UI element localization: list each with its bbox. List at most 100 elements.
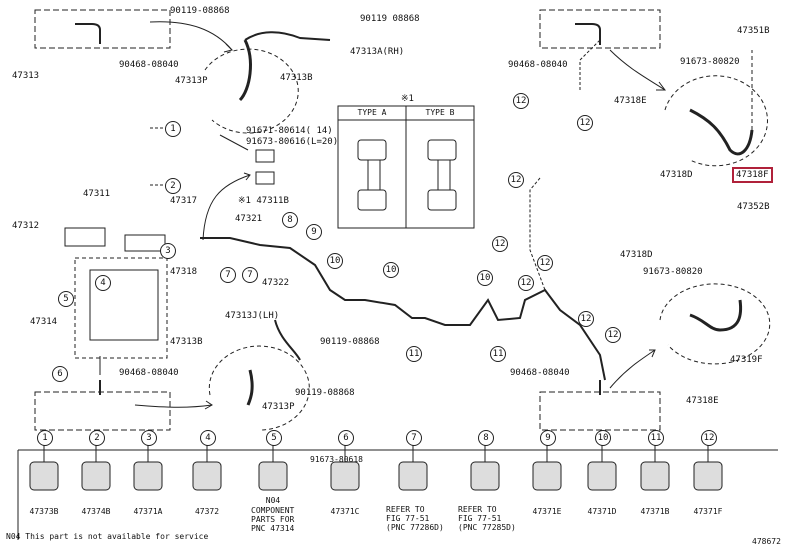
label-47318: 47318: [170, 267, 198, 277]
legend-note3-7: (PNC 77286D): [386, 523, 444, 532]
callout-1: 1: [165, 121, 181, 137]
label-47313A: 47313A(RH): [350, 47, 405, 57]
legend-part-glyph-8: [470, 461, 500, 491]
legend-num-7: 7: [406, 430, 422, 446]
label-90119-d: 90119-08868: [295, 388, 355, 398]
label-47313P-bot: 47313P: [262, 402, 295, 412]
callout-10: 10: [327, 253, 343, 269]
label-47313: 47313: [12, 71, 40, 81]
label-90468-r2: 90468-08040: [510, 368, 570, 378]
label-91673-r2: 91673-80820: [643, 267, 703, 277]
legend-num-8: 8: [478, 430, 494, 446]
footer-ref: 478672: [752, 537, 781, 546]
callout-2: 2: [165, 178, 181, 194]
callout-12: 12: [578, 311, 594, 327]
callout-10: 10: [383, 262, 399, 278]
callout-9: 9: [306, 224, 322, 240]
legend-part-12: 47371F: [693, 507, 723, 516]
callout-10: 10: [477, 270, 493, 286]
label-47318D-bot: 47318D: [620, 250, 653, 260]
legend-num-10: 10: [595, 430, 611, 446]
legend-num-6: 6: [338, 430, 354, 446]
legend-part-10: 47371D: [587, 507, 617, 516]
legend-note1-7: REFER TO: [386, 505, 425, 514]
callout-4: 4: [95, 275, 111, 291]
label-47311: 47311: [83, 189, 111, 199]
legend-top-6: 91673-80618: [310, 455, 363, 464]
legend-part-glyph-3: [133, 461, 163, 491]
callout-5: 5: [58, 291, 74, 307]
callout-12: 12: [492, 236, 508, 252]
legend-note3-5: PNC 47314: [251, 524, 295, 533]
legend-part-2: 47374B: [81, 507, 111, 516]
legend-note2-5: PARTS FOR: [251, 515, 295, 524]
callout-11: 11: [406, 346, 422, 362]
legend-part-glyph-2: [81, 461, 111, 491]
callout-11: 11: [490, 346, 506, 362]
legend-note2-7: FIG 77-51: [386, 514, 430, 523]
legend-part-6: 47371C: [330, 507, 360, 516]
callout-12: 12: [518, 275, 534, 291]
legend-part-glyph-1: [29, 461, 59, 491]
label-47313B-bot: 47313B: [170, 337, 203, 347]
legend-note2-8: FIG 77-51: [458, 514, 502, 523]
legend-num-11: 11: [648, 430, 664, 446]
label-47319F: 47319F: [730, 355, 763, 365]
label-90119-c: 90119-08868: [320, 337, 380, 347]
legend-part-1: 47373B: [29, 507, 59, 516]
legend-part-glyph-11: [640, 461, 670, 491]
callout-12: 12: [577, 115, 593, 131]
legend-part-4: 47372: [194, 507, 220, 516]
label-47352B: 47352B: [737, 202, 770, 212]
callout-8: 8: [282, 212, 298, 228]
legend-num-2: 2: [89, 430, 105, 446]
callout-6: 6: [52, 366, 68, 382]
legend-num-3: 3: [141, 430, 157, 446]
label-47313P-top: 47313P: [175, 76, 208, 86]
label-47314: 47314: [30, 317, 58, 327]
legend-part-glyph-5: [258, 461, 288, 491]
label-47311B: ※1 47311B: [238, 196, 289, 206]
label-47312: 47312: [12, 221, 40, 231]
legend-num-12: 12: [701, 430, 717, 446]
callout-7: 7: [242, 267, 258, 283]
label-47318E-bot: 47318E: [686, 396, 719, 406]
label-90119-b: 90119 08868: [360, 14, 420, 24]
label-90468-r1: 90468-08040: [508, 60, 568, 70]
legend-part-3: 47371A: [133, 507, 163, 516]
label-47322: 47322: [262, 278, 290, 288]
label-91673-r1: 91673-80820: [680, 57, 740, 67]
label-91671: 91671-80614( 14): [246, 126, 333, 136]
legend-part-5: N04: [265, 496, 281, 505]
legend-num-1: 1: [37, 430, 53, 446]
callout-12: 12: [605, 327, 621, 343]
label-47318F-highlighted[interactable]: 47318F: [732, 167, 773, 183]
legend-part-glyph-12: [693, 461, 723, 491]
legend-num-4: 4: [200, 430, 216, 446]
label-47317: 47317: [170, 196, 198, 206]
legend-part-glyph-10: [587, 461, 617, 491]
label-90468-top: 90468-08040: [119, 60, 179, 70]
legend-note1-5: COMPONENT: [251, 506, 295, 515]
label-47318D-top: 47318D: [660, 170, 693, 180]
legend-num-5: 5: [266, 430, 282, 446]
legend-part-glyph-6: [330, 461, 360, 491]
label-47351B: 47351B: [737, 26, 770, 36]
legend-part-glyph-4: [192, 461, 222, 491]
label-47321: 47321: [235, 214, 263, 224]
legend-num-9: 9: [540, 430, 556, 446]
footer-note: N04 This part is not available for servi…: [6, 532, 209, 541]
legend-note3-8: (PNC 77285D): [458, 523, 516, 532]
type-box-title: ※1: [401, 94, 414, 104]
label-90468-bot: 90468-08040: [119, 368, 179, 378]
label-47318E-top: 47318E: [614, 96, 647, 106]
legend-part-11: 47371B: [640, 507, 670, 516]
callout-12: 12: [508, 172, 524, 188]
callout-12: 12: [537, 255, 553, 271]
callout-12: 12: [513, 93, 529, 109]
type-b-header: TYPE B: [425, 108, 455, 117]
callout-3: 3: [160, 243, 176, 259]
callout-7: 7: [220, 267, 236, 283]
label-47313J: 47313J(LH): [225, 311, 280, 321]
